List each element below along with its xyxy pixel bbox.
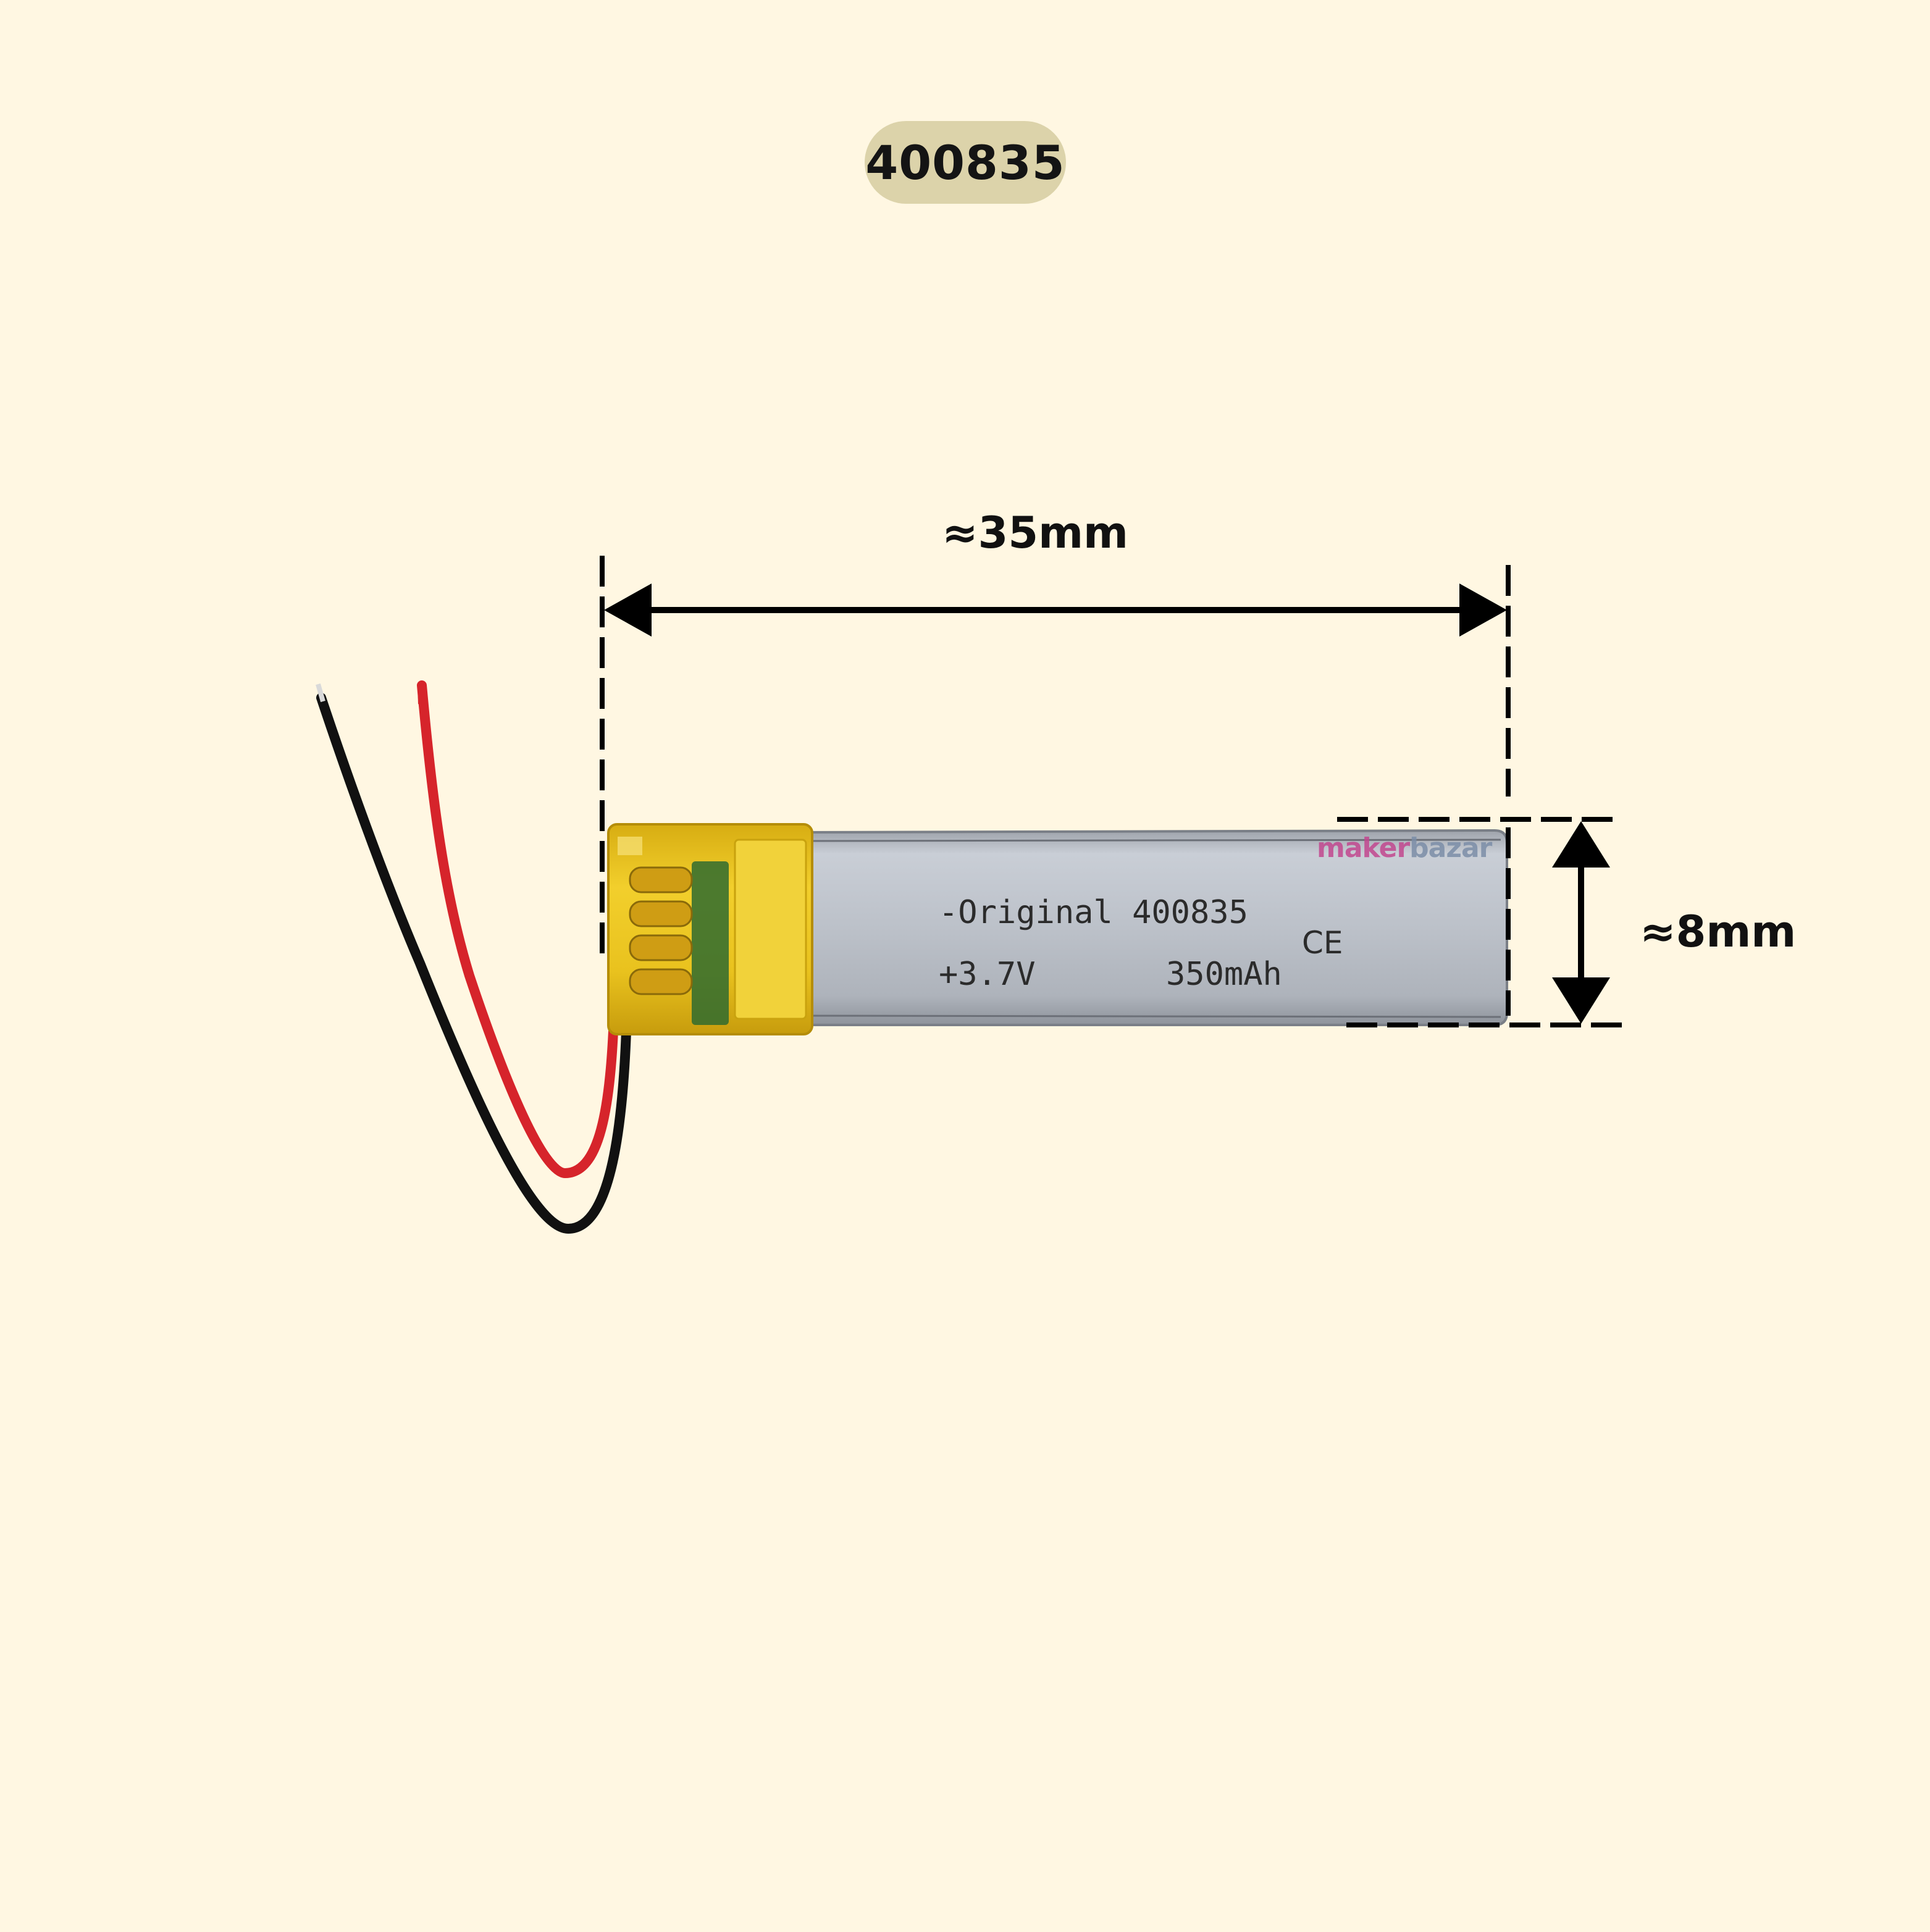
length-label: ≈35mm <box>942 508 1128 558</box>
black-wire <box>316 693 632 1234</box>
watermark-bazar: bazar <box>1409 832 1492 864</box>
length-dimension <box>600 556 1511 963</box>
watermark-logo: makerbazar <box>1317 832 1492 864</box>
terminal-tabs <box>629 866 693 995</box>
battery-print-model: -Original 400835 <box>939 894 1248 931</box>
ce-mark: CE <box>1302 925 1343 961</box>
width-label: ≈8mm <box>1640 906 1797 957</box>
lead-wires <box>316 680 632 1234</box>
watermark-maker: maker <box>1317 832 1410 864</box>
model-badge: 400835 <box>865 121 1066 204</box>
protection-tape <box>607 823 813 1035</box>
red-wire <box>417 680 619 1179</box>
width-dimension <box>1337 817 1627 1027</box>
battery-print-voltage: +3.7V <box>939 956 1036 993</box>
battery-print-capacity: 350mAh <box>1166 956 1282 993</box>
